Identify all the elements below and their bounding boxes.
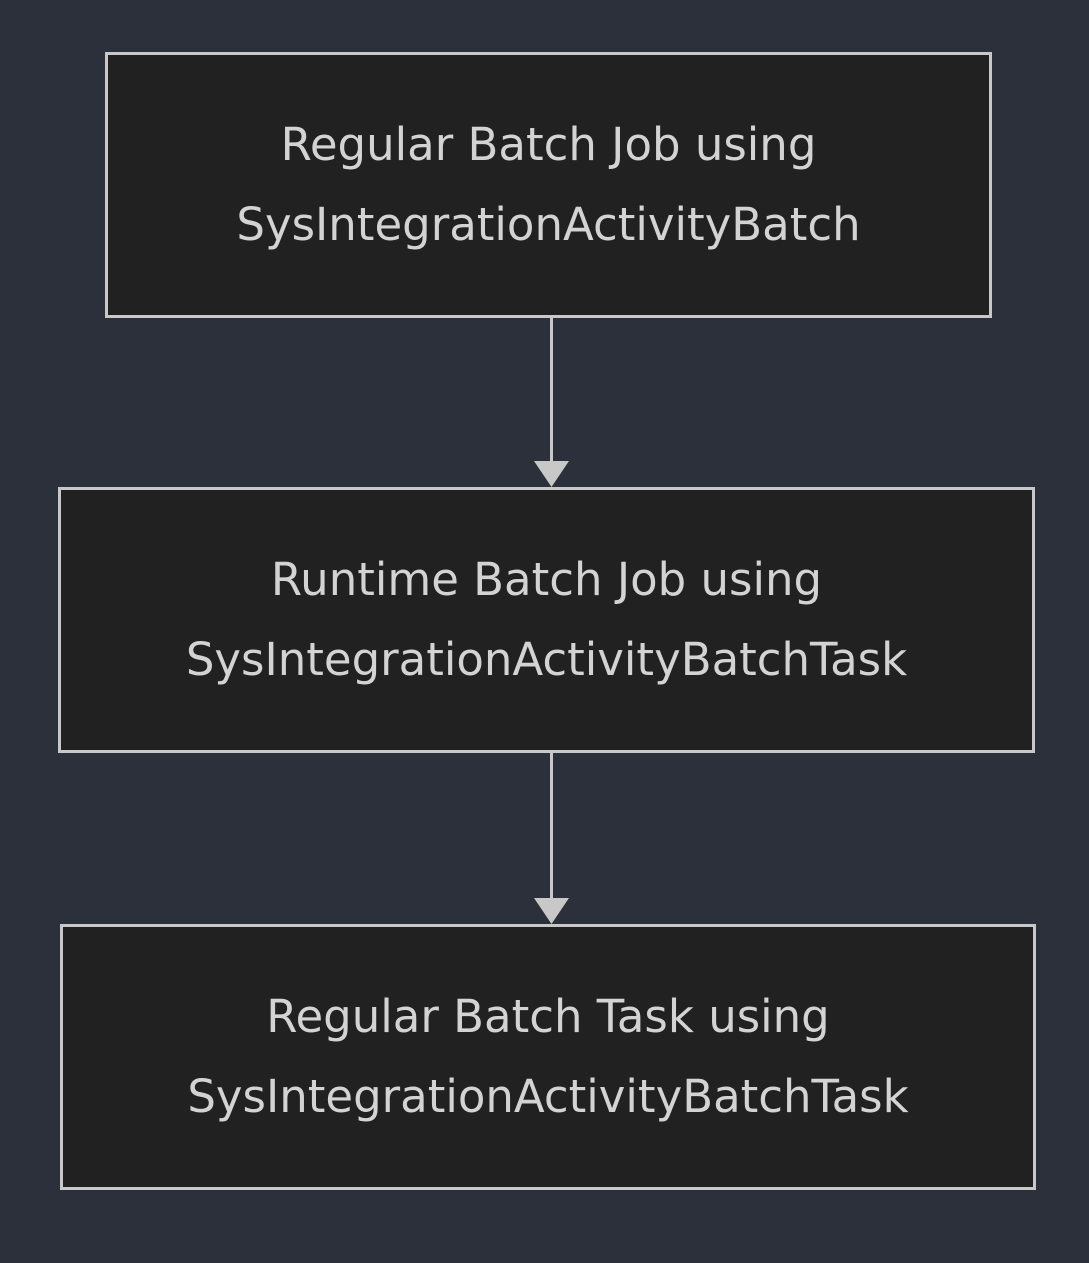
node-regular-batch-job[interactable]: Regular Batch Job using SysIntegrationAc…	[105, 52, 992, 318]
node-runtime-batch-job-line1: Runtime Batch Job using	[270, 553, 823, 606]
node-regular-batch-task-line2: SysIntegrationActivityBatchTask	[187, 1070, 909, 1123]
node-regular-batch-job-line2: SysIntegrationActivityBatch	[236, 198, 861, 251]
node-runtime-batch-job[interactable]: Runtime Batch Job using SysIntegrationAc…	[58, 487, 1035, 753]
arrowhead-down-icon	[534, 898, 569, 924]
node-regular-batch-task-line1: Regular Batch Task using	[266, 990, 830, 1043]
node-runtime-batch-job-line2: SysIntegrationActivityBatchTask	[185, 633, 908, 686]
arrowhead-down-icon	[534, 461, 569, 487]
node-regular-batch-job-line1: Regular Batch Job using	[280, 118, 817, 171]
node-regular-batch-task[interactable]: Regular Batch Task using SysIntegrationA…	[60, 924, 1036, 1190]
